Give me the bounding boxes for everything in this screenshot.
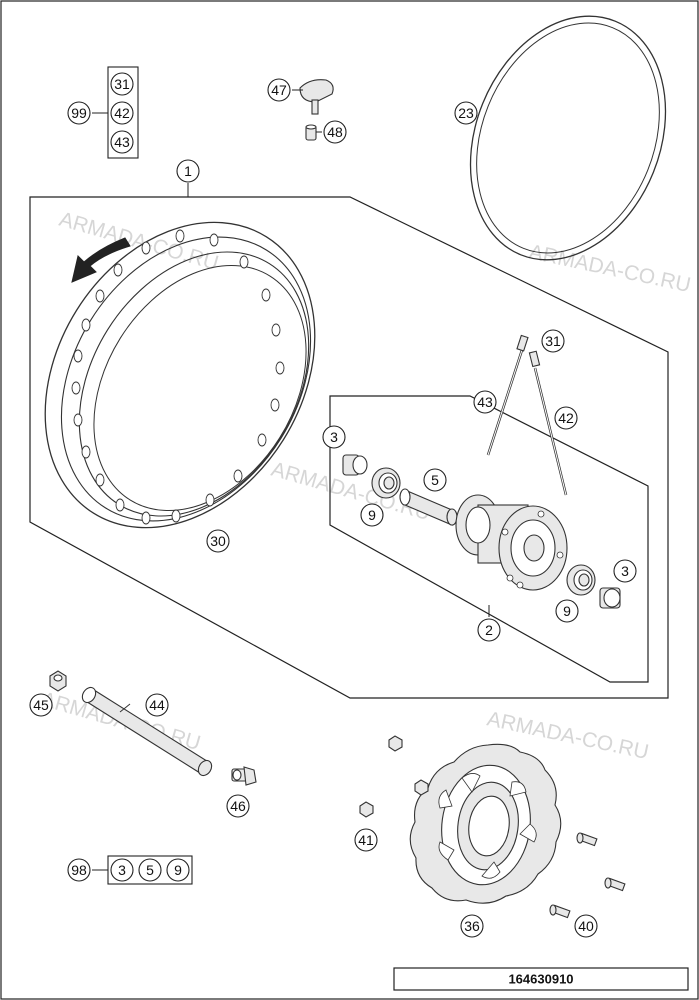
callout-1: 1 xyxy=(176,159,200,183)
svg-text:31: 31 xyxy=(545,333,561,349)
svg-text:98: 98 xyxy=(71,862,87,878)
callout-98: 98 xyxy=(67,858,91,882)
kit-98-item-1: 3 xyxy=(110,858,134,882)
callout-36: 36 xyxy=(460,914,484,938)
svg-text:5: 5 xyxy=(431,472,439,488)
svg-text:3: 3 xyxy=(621,563,629,579)
kit-99-item-1: 31 xyxy=(110,72,134,96)
svg-text:2: 2 xyxy=(485,622,493,638)
disc-screw-2 xyxy=(604,877,626,892)
spoke-42 xyxy=(528,350,568,496)
kit-98-item-2: 5 xyxy=(138,858,162,882)
rim xyxy=(44,221,316,529)
svg-text:44: 44 xyxy=(149,697,165,713)
svg-text:43: 43 xyxy=(114,134,130,150)
svg-text:48: 48 xyxy=(327,124,343,140)
callout-5: 5 xyxy=(423,468,447,492)
distance-sleeve xyxy=(399,488,458,526)
brake-disc xyxy=(409,743,562,904)
callout-41: 41 xyxy=(354,828,378,852)
svg-text:42: 42 xyxy=(558,410,574,426)
callout-43-spoke: 43 xyxy=(473,390,497,414)
svg-text:3: 3 xyxy=(330,429,338,445)
callout-44: 44 xyxy=(145,693,169,717)
spacer-right xyxy=(599,587,621,609)
callout-99: 99 xyxy=(67,101,91,125)
callout-23: 23 xyxy=(454,101,478,125)
svg-text:36: 36 xyxy=(464,918,480,934)
svg-text:9: 9 xyxy=(174,862,182,878)
leader-lines xyxy=(92,89,490,871)
bearing-right xyxy=(566,564,596,596)
callout-47: 47 xyxy=(267,78,291,102)
hex-nut-top xyxy=(388,735,403,752)
watermark-2: ARMADA-CO.RU xyxy=(527,240,693,297)
callout-45: 45 xyxy=(29,693,53,717)
axle-nut xyxy=(49,670,67,692)
document-number-box: 164630910 xyxy=(393,967,689,991)
hub-assembly-frame xyxy=(329,395,649,683)
callout-31-spoke: 31 xyxy=(541,329,565,353)
kit-box-99 xyxy=(107,66,139,159)
wheel-assembly-frame xyxy=(29,196,669,699)
callout-9-left: 9 xyxy=(360,503,384,527)
spoke-43 xyxy=(486,334,529,456)
kit-98-item-3: 9 xyxy=(166,858,190,882)
svg-text:1: 1 xyxy=(184,163,192,179)
callout-3-left: 3 xyxy=(322,425,346,449)
callout-2: 2 xyxy=(477,618,501,642)
svg-text:47: 47 xyxy=(271,82,287,98)
svg-text:3: 3 xyxy=(118,862,126,878)
disc-screw-1 xyxy=(576,832,598,847)
rotation-arrow-icon xyxy=(71,237,131,283)
callout-46: 46 xyxy=(226,794,250,818)
kit-box-98 xyxy=(107,855,193,885)
svg-text:9: 9 xyxy=(563,603,571,619)
svg-text:40: 40 xyxy=(578,918,594,934)
disc-screw-40 xyxy=(549,904,571,919)
kit-99-item-2: 42 xyxy=(110,101,134,125)
axle-bolt xyxy=(231,766,257,786)
svg-text:41: 41 xyxy=(358,832,374,848)
tire-valve xyxy=(299,79,334,115)
wheel-spindle xyxy=(81,686,213,777)
callout-48: 48 xyxy=(323,120,347,144)
svg-text:9: 9 xyxy=(368,507,376,523)
svg-text:46: 46 xyxy=(230,798,246,814)
callout-30: 30 xyxy=(206,529,230,553)
kit-99-item-3: 43 xyxy=(110,130,134,154)
svg-text:99: 99 xyxy=(71,105,87,121)
wheel-hub xyxy=(455,494,568,591)
svg-text:43: 43 xyxy=(477,394,493,410)
svg-text:30: 30 xyxy=(210,533,226,549)
hex-nut-mid xyxy=(414,779,429,796)
svg-text:45: 45 xyxy=(33,697,49,713)
rim-tape xyxy=(469,15,667,261)
callout-40: 40 xyxy=(574,914,598,938)
svg-text:42: 42 xyxy=(114,105,130,121)
svg-text:5: 5 xyxy=(146,862,154,878)
callout-42-spoke: 42 xyxy=(554,406,578,430)
svg-text:23: 23 xyxy=(458,105,474,121)
hex-nut-41 xyxy=(359,801,374,818)
valve-nut xyxy=(305,124,317,141)
svg-text:31: 31 xyxy=(114,76,130,92)
callout-3-right: 3 xyxy=(613,559,637,583)
spacer-left xyxy=(342,454,368,476)
callout-9-right: 9 xyxy=(555,599,579,623)
bearing-left xyxy=(371,467,401,499)
document-number: 164630910 xyxy=(508,972,573,987)
